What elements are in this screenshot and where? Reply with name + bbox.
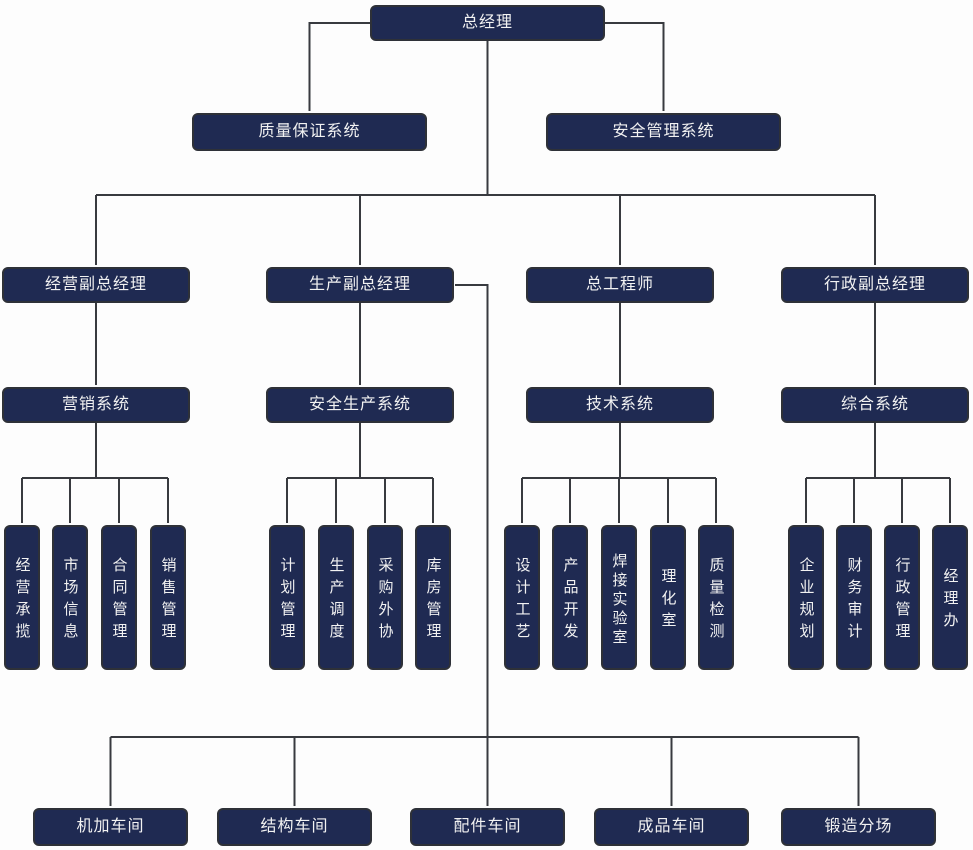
node-dept-sales-mgmt: 销售管理 (150, 525, 186, 670)
node-workshop-forging: 锻造分场 (781, 808, 936, 846)
node-dept-production-dispatch: 生产调度 (318, 525, 354, 670)
node-dept-warehouse: 库房管理 (415, 525, 451, 670)
node-dept-market-info: 市场信息 (52, 525, 88, 670)
node-workshop-structure: 结构车间 (217, 808, 372, 846)
node-safety-management-system: 安全管理系统 (546, 113, 781, 151)
node-dept-finance-audit: 财务审计 (836, 525, 872, 670)
node-dept-welding-lab: 焊接实验室 (601, 525, 637, 670)
node-production-vp: 生产副总经理 (266, 267, 454, 303)
node-workshop-machining: 机加车间 (33, 808, 188, 846)
node-quality-assurance-system: 质量保证系统 (192, 113, 427, 151)
node-dept-manager-office: 经理办 (932, 525, 968, 670)
node-general-manager: 总经理 (370, 5, 605, 41)
node-dept-planning: 计划管理 (269, 525, 305, 670)
node-dept-enterprise-planning: 企业规划 (788, 525, 824, 670)
node-dept-product-dev: 产品开发 (552, 525, 588, 670)
node-dept-admin-mgmt: 行政管理 (884, 525, 920, 670)
node-dept-procurement-outsourcing: 采购外协 (367, 525, 403, 670)
node-technology-system: 技术系统 (526, 387, 714, 423)
node-admin-vp: 行政副总经理 (781, 267, 969, 303)
node-workshop-finished-products: 成品车间 (594, 808, 749, 846)
node-chief-engineer: 总工程师 (526, 267, 714, 303)
node-operations-vp: 经营副总经理 (2, 267, 190, 303)
node-workshop-parts: 配件车间 (410, 808, 565, 846)
node-dept-physchem-lab: 理化室 (650, 525, 686, 670)
node-dept-quality-inspection: 质量检测 (698, 525, 734, 670)
node-marketing-system: 营销系统 (2, 387, 190, 423)
node-general-affairs-system: 综合系统 (781, 387, 969, 423)
node-dept-business-contracting: 经营承揽 (4, 525, 40, 670)
node-dept-design-process: 设计工艺 (504, 525, 540, 670)
node-dept-contract-mgmt: 合同管理 (101, 525, 137, 670)
node-production-safety-system: 安全生产系统 (266, 387, 454, 423)
